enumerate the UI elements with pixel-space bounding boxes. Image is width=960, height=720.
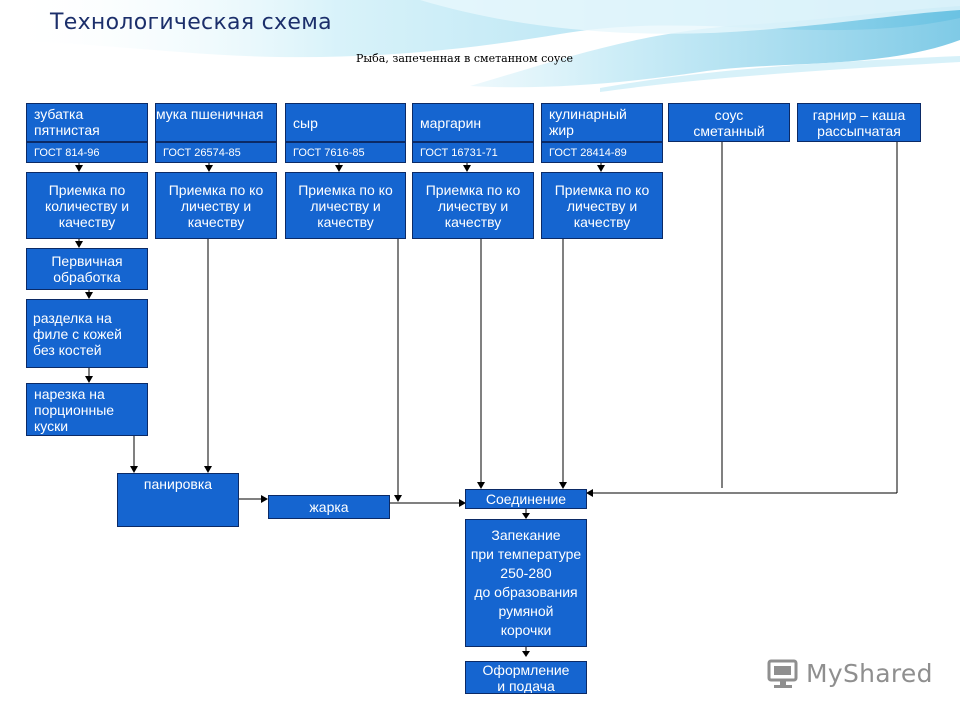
filleting-step: разделка на филе с кожей без костей [26, 299, 148, 368]
gost-cooking-fat: ГОСТ 28414-89 [541, 142, 663, 163]
reception-margarine: Приемка по ко личеству и качеству [412, 172, 534, 239]
reception-flour: Приемка по ко личеству и качеству [155, 172, 277, 239]
page-title: Технологическая схема [50, 10, 332, 35]
portion-cutting-step: нарезка на порционные куски [26, 383, 148, 436]
myshared-logo: MyShared [766, 656, 932, 696]
gost-margarine: ГОСТ 16731-71 [412, 142, 534, 163]
page-subtitle: Рыба, запеченная в сметанном соусе [356, 52, 573, 65]
monitor-icon [767, 659, 798, 688]
gost-flour: ГОСТ 26574-85 [155, 142, 277, 163]
combining-step: Соединение [465, 489, 587, 509]
reception-cheese: Приемка по ко личеству и качеству [285, 172, 406, 239]
ingredient-margarine: маргарин [412, 103, 534, 142]
watermark-text: MyShared [806, 659, 933, 688]
reception-fish: Приемка по количеству и качеству [26, 172, 148, 239]
ingredient-fish: зубатка пятнистая [26, 103, 148, 142]
ingredient-flour: мука пшеничная [155, 103, 277, 142]
ingredient-sour-cream-sauce: соус сметанный [668, 103, 790, 142]
background-waves [0, 0, 960, 92]
reception-cooking-fat: Приемка по ко личеству и качеству [541, 172, 663, 239]
primary-processing: Первичная обработка [26, 248, 148, 290]
frying-step: жарка [268, 495, 390, 519]
gost-fish: ГОСТ 814-96 [26, 142, 148, 163]
serving-step: Оформление и подача [465, 661, 587, 694]
breading-step: панировка [117, 473, 239, 527]
ingredient-cheese: сыр [285, 103, 406, 142]
ingredient-garnish: гарнир – каша рассыпчатая [797, 103, 921, 142]
gost-cheese: ГОСТ 7616-85 [285, 142, 406, 163]
ingredient-cooking-fat: кулинарный жир [541, 103, 663, 142]
baking-step: Запекание при температуре 250-280 до обр… [465, 519, 587, 647]
